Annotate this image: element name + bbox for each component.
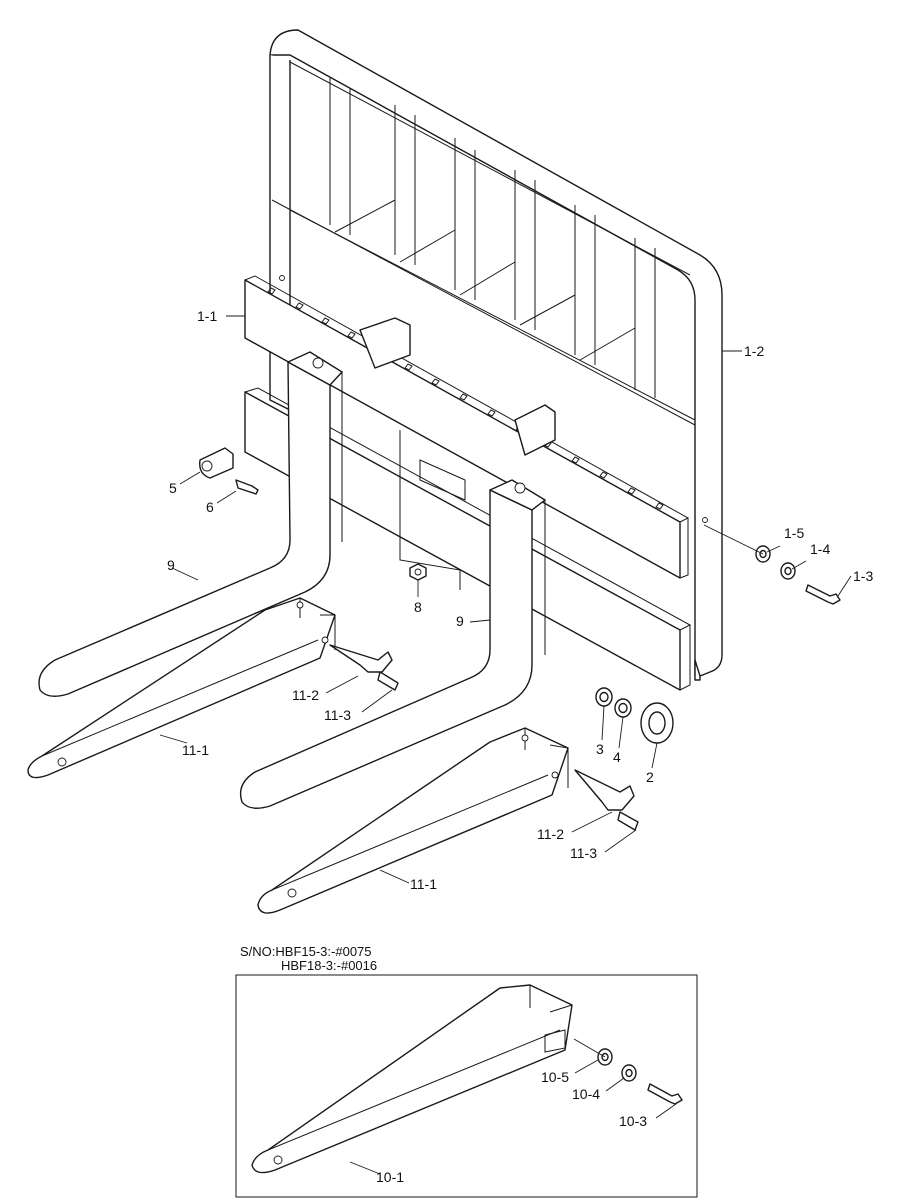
label-6: 6 — [206, 499, 214, 515]
fork-extension-inset — [251, 984, 573, 1174]
label-2: 2 — [646, 769, 654, 785]
pin-plate-left — [329, 644, 399, 691]
label-1-2: 1-2 — [744, 343, 764, 359]
label-9-right: 9 — [456, 613, 464, 629]
serial-note-line2: HBF18-3:-#0016 — [281, 958, 377, 973]
lower-fork-bar — [244, 387, 692, 691]
bolt-10-3 — [647, 1083, 683, 1105]
label-4: 4 — [613, 749, 621, 765]
label-1-1: 1-1 — [197, 308, 217, 324]
label-10-1: 10-1 — [376, 1169, 404, 1185]
serial-note-line1: S/NO:HBF15-3:-#0075 — [240, 944, 372, 959]
inset-frame — [235, 974, 698, 1198]
washer-1-4 — [780, 562, 796, 580]
label-11-3-right: 11-3 — [570, 845, 597, 861]
bearing-2 — [640, 702, 674, 744]
label-1-3: 1-3 — [853, 568, 873, 584]
label-11-1-right: 11-1 — [410, 876, 437, 892]
label-11-3-left: 11-3 — [324, 707, 351, 723]
fork-extension-right — [257, 727, 569, 914]
label-1-4: 1-4 — [810, 541, 830, 557]
nut-8 — [409, 563, 427, 581]
stud-6 — [235, 479, 259, 495]
fork-extension-left — [27, 597, 336, 779]
label-8: 8 — [414, 599, 422, 615]
roller-5 — [199, 447, 234, 479]
leader-lines — [159, 315, 852, 884]
pin-plate-right — [574, 769, 639, 831]
bolt-1-3 — [805, 584, 841, 605]
label-10-3: 10-3 — [619, 1113, 647, 1129]
label-3: 3 — [596, 741, 604, 757]
label-11-2-left: 11-2 — [292, 687, 319, 703]
label-11-1-left: 11-1 — [182, 742, 209, 758]
label-9-left: 9 — [167, 557, 175, 573]
label-5: 5 — [169, 480, 177, 496]
label-1-5: 1-5 — [784, 525, 804, 541]
fork-right — [239, 479, 546, 809]
label-11-2-right: 11-2 — [537, 826, 564, 842]
washer-3 — [595, 687, 613, 707]
fork-left — [38, 351, 343, 697]
label-10-5: 10-5 — [541, 1069, 569, 1085]
washer-4 — [614, 698, 632, 718]
upper-fork-bar — [244, 275, 690, 579]
serial-number-inset: S/NO:HBF15-3:-#0075 HBF18-3:-#0016 10-1 … — [235, 944, 698, 1198]
washer-10-4 — [621, 1064, 637, 1082]
label-10-4: 10-4 — [572, 1086, 600, 1102]
part-labels: 1-1 1-2 1-3 1-4 1-5 2 3 4 5 6 8 9 9 11-1… — [167, 308, 873, 892]
